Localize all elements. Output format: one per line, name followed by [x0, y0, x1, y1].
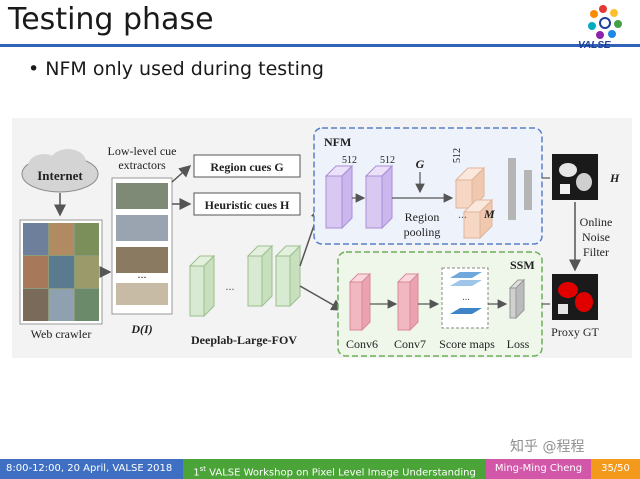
region-cues-box: [193, 154, 301, 178]
nfm-output-bars: [508, 158, 532, 220]
cue-image-column: [111, 177, 173, 315]
footer-workshop-rest: VALSE Workshop on Pixel Level Image Unde…: [205, 467, 476, 479]
ssm-label: SSM: [510, 258, 535, 272]
loss-label: Loss: [507, 337, 530, 351]
deeplab-backbone-blocks: [188, 244, 302, 318]
filter-label: Filter: [583, 245, 609, 259]
footer-bar: 8:00-12:00, 20 April, VALSE 2018 1st VAL…: [0, 459, 640, 479]
online-label: Online: [580, 215, 613, 229]
nfm-conv-blocks: [324, 164, 394, 230]
ssm-conv-blocks: [348, 272, 420, 332]
h-image-label: H: [609, 171, 620, 185]
d-i-label: D(I): [130, 322, 152, 336]
web-crawler-label: Web crawler: [31, 327, 92, 341]
nfm-g-label: G: [416, 157, 425, 171]
slide-title: Testing phase: [8, 2, 214, 37]
valse-logo-icon: [588, 5, 622, 39]
score-maps-stack: [450, 272, 482, 314]
bullet-text: NFM only used during testing: [45, 58, 324, 80]
noise-label: Noise: [582, 230, 610, 244]
low-level-cue-label: Low-level cue: [108, 144, 177, 158]
arrow-deeplab-to-ssm: [299, 285, 344, 311]
footer-workshop: 1st VALSE Workshop on Pixel Level Image …: [183, 459, 486, 479]
region-cues-label: Region cues G: [210, 160, 283, 174]
loss-block: [508, 278, 526, 320]
region-label: Region: [405, 210, 440, 224]
internet-label: Internet: [37, 168, 83, 183]
proxy-gt-label: Proxy GT: [551, 325, 599, 339]
internet-cloud: [21, 149, 99, 193]
web-crawler-image-grid: [19, 219, 103, 325]
nfm-channels-3: 512: [452, 148, 463, 163]
nfm-m-label: M: [483, 207, 495, 221]
pooling-label: pooling: [404, 225, 441, 239]
pipeline-diagram: Internet Web crawler Low-level cue extra…: [12, 118, 632, 358]
deeplab-ellipsis: ...: [226, 279, 235, 293]
heuristic-cues-label: Heuristic cues H: [205, 198, 290, 212]
arrow-to-region-cues: [171, 165, 192, 183]
footer-page-number: 35/50: [591, 459, 640, 479]
nfm-channels-1: 512: [342, 155, 357, 166]
heuristic-cues-box: [193, 192, 301, 216]
nfm-ellipsis: ...: [458, 207, 467, 221]
watermark-text: 知乎 @程程: [510, 439, 585, 455]
bullet-point: • NFM only used during testing: [28, 58, 324, 80]
conv6-label: Conv6: [346, 337, 378, 351]
nfm-channels-2: 512: [380, 155, 395, 166]
footer-workshop-ordinal: 1: [193, 467, 200, 479]
logo-text: VALSE: [578, 40, 611, 51]
conv7-label: Conv7: [394, 337, 426, 351]
extractors-label: extractors: [118, 158, 166, 172]
title-divider: [0, 44, 640, 47]
proxy-gt-image: [552, 274, 598, 320]
footer-time: 8:00-12:00, 20 April, VALSE 2018: [0, 459, 183, 479]
cue-column-ellipsis: ...: [138, 267, 147, 281]
heuristic-mask-image: [552, 154, 598, 200]
footer-workshop-sup: st: [199, 465, 206, 473]
footer-presenter: Ming-Ming Cheng: [486, 459, 591, 479]
nfm-label: NFM: [324, 135, 351, 149]
deeplab-label: Deeplab-Large-FOV: [191, 333, 297, 347]
score-maps-label: Score maps: [439, 337, 495, 351]
nfm-peach-blocks: [454, 166, 494, 240]
score-maps-ellipsis: ...: [462, 292, 470, 303]
